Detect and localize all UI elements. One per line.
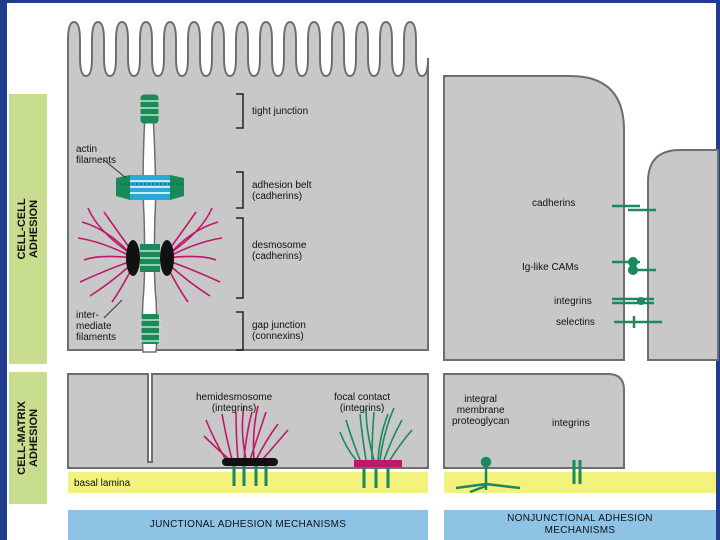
integrins-label: integrins bbox=[554, 296, 592, 307]
hemidesmosome-label: hemidesmosome (integrins) bbox=[196, 392, 273, 414]
adhesion-belt bbox=[116, 175, 184, 200]
integrins-matrix-label: integrins bbox=[552, 418, 590, 429]
integrin-molecule bbox=[612, 297, 654, 305]
basal-cell-pair bbox=[67, 373, 429, 469]
focal-contact-label: focal contact (integrins) bbox=[334, 392, 391, 414]
junctional-footer: JUNCTIONAL ADHESION MECHANISMS bbox=[68, 510, 428, 540]
nonjunctional-footer: NONJUNCTIONAL ADHESION MECHANISMS bbox=[444, 510, 716, 540]
nonjunctional-footer-label: NONJUNCTIONAL ADHESION MECHANISMS bbox=[507, 513, 653, 536]
focal-contact bbox=[339, 407, 413, 488]
junctional-footer-label: JUNCTIONAL ADHESION MECHANISMS bbox=[149, 519, 347, 530]
intercellular-space bbox=[141, 97, 158, 353]
basal-lamina-band bbox=[68, 472, 428, 493]
gap-junction bbox=[140, 314, 161, 344]
selectins-label: selectins bbox=[556, 317, 595, 328]
free-cell-right bbox=[647, 149, 719, 361]
integrin-matrix-molecule bbox=[572, 460, 582, 484]
cell-matrix-adhesion-panel: CELL-MATRIX ADHESION bbox=[9, 372, 47, 504]
ig-like-cams-label: Ig-like CAMs bbox=[522, 262, 579, 273]
top-frame-line bbox=[0, 0, 720, 3]
cadherins-label: cadherins bbox=[532, 198, 576, 209]
hemidesmosome bbox=[203, 405, 289, 486]
tight-junction-label: tight junction bbox=[252, 106, 309, 117]
cell-cell-adhesion-panel: CELL-CELL ADHESION bbox=[9, 94, 47, 364]
proteoglycan-molecule bbox=[455, 456, 521, 494]
left-frame-bar bbox=[0, 0, 7, 540]
desmosome-label: desmosome (cadherins) bbox=[252, 240, 307, 262]
desmosome bbox=[77, 207, 223, 303]
basal-lamina-label: basal lamina bbox=[74, 478, 131, 489]
gap-junction-label: gap junction (connexins) bbox=[252, 320, 306, 342]
proteoglycan-label: integral membrane proteoglycan bbox=[452, 394, 510, 427]
cadherin-molecule bbox=[612, 204, 656, 212]
filament-pointer bbox=[103, 299, 123, 319]
basal-free-cell bbox=[443, 373, 625, 469]
intermediate-filaments-label: inter- mediate filaments bbox=[76, 310, 117, 343]
actin-pointer bbox=[103, 159, 127, 179]
actin-filaments-label: actin filaments bbox=[76, 144, 117, 166]
selectin-molecule bbox=[614, 316, 662, 328]
ig-like-cam-molecule bbox=[612, 257, 656, 275]
tight-junction bbox=[140, 94, 159, 124]
adhesion-belt-label: adhesion belt (cadherins) bbox=[252, 180, 312, 202]
free-cell-left bbox=[443, 75, 625, 361]
junction-brackets bbox=[236, 93, 244, 351]
